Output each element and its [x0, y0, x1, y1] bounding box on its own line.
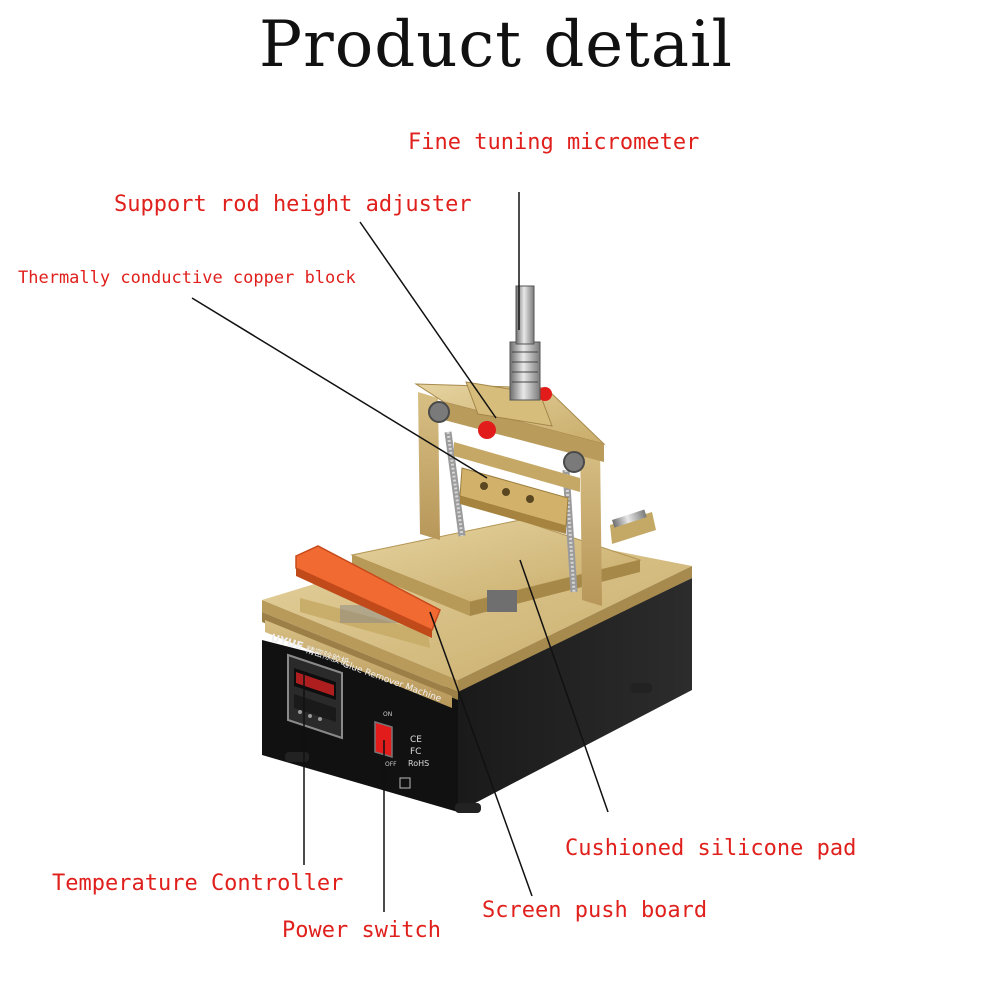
controller-button-icon[interactable] [298, 710, 302, 714]
front-panel: UYUE 精密除胶机 Glue Remover Machine [262, 612, 458, 708]
gear-icon [428, 401, 450, 423]
screw-rod [444, 431, 466, 537]
height-adjust-knob[interactable] [478, 421, 496, 439]
screw-icon [480, 482, 488, 490]
controller-button-icon[interactable] [308, 714, 312, 718]
right-post [580, 440, 602, 606]
callout-micrometer: Fine tuning micrometer [408, 130, 700, 155]
callout-copper-block: Thermally conductive copper block [18, 268, 356, 288]
fc-mark: FC [410, 747, 421, 757]
callout-push-board: Screen push board [482, 898, 708, 923]
screw-icon [502, 488, 510, 496]
leader-support-rod [359, 221, 497, 419]
factory-stamp-icon [399, 777, 411, 789]
callout-support-rod: Support rod height adjuster [114, 192, 472, 217]
screw-icon [526, 495, 534, 503]
gear-icon [563, 451, 585, 473]
leader-silicone-pad [519, 559, 609, 813]
screen-push-board[interactable] [295, 545, 441, 638]
switch-on-label: ON [383, 711, 392, 718]
screw-rod [562, 469, 578, 593]
controller-button-icon[interactable] [318, 717, 322, 721]
power-switch[interactable]: ON OFF [374, 711, 397, 768]
locking-knob[interactable] [538, 387, 552, 401]
leader-lines [191, 192, 609, 912]
callout-temperature-controller: Temperature Controller [52, 871, 344, 896]
callout-power-switch: Power switch [282, 918, 441, 943]
ce-mark: CE [410, 735, 422, 745]
micrometer-spindle[interactable] [515, 285, 535, 345]
rohs-mark: RoHS [408, 759, 429, 768]
page-title: Product detail [259, 8, 733, 82]
fine-tuning-micrometer[interactable] [509, 285, 541, 401]
callout-silicone-pad: Cushioned silicone pad [565, 836, 857, 861]
push-board-bar[interactable] [295, 545, 441, 632]
switch-off-label: OFF [385, 761, 397, 768]
leader-push-board [429, 611, 533, 897]
left-post [418, 392, 440, 540]
copper-block [459, 467, 569, 534]
base-side-face [458, 578, 692, 812]
leader-copper-block [191, 297, 488, 479]
power-switch-rocker[interactable] [374, 720, 393, 759]
micrometer-thimble[interactable] [509, 341, 541, 401]
certification-marks: CE FC RoHS [399, 735, 429, 789]
